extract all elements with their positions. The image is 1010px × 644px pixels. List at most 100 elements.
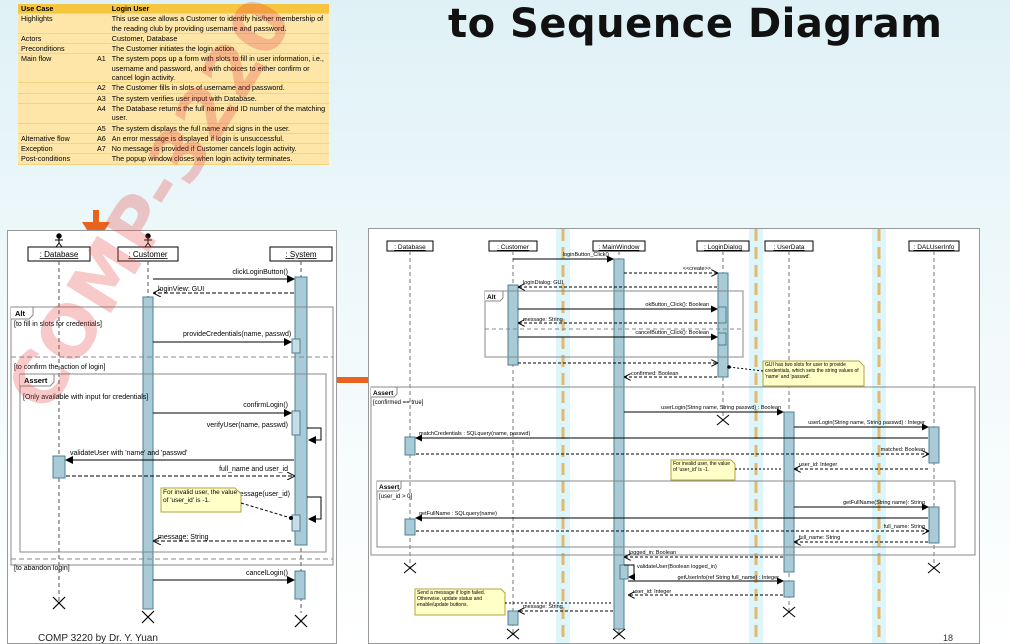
destroy-icon (506, 628, 520, 640)
destroy-icon (782, 606, 796, 618)
msg-m10: matchCredentials : SQLquery(name, passwd… (419, 431, 530, 437)
row-step: A5 (94, 123, 109, 134)
msg-provide: provideCredentials(name, passwd) (183, 331, 291, 338)
row-label (18, 103, 94, 124)
msg-cancel: cancelLogin() (246, 570, 288, 577)
row-label: Post-conditions (18, 153, 94, 165)
msg-m3: loginDialog: GUI (523, 280, 564, 286)
destroy-icon (52, 596, 66, 610)
use-case-header-row: Use Case Login User (18, 4, 329, 15)
msg-m5: message: String (523, 317, 563, 323)
lifeline-database: : Database (40, 250, 79, 259)
row-text: The Customer fills in slots of username … (108, 82, 329, 94)
lifeline-database: : Database (394, 244, 426, 251)
destroy-icon (612, 628, 626, 640)
msg-m1: loginButton_Click() (563, 252, 609, 258)
actor-icon (55, 233, 63, 248)
msg-m20: user_id: Integer (633, 589, 671, 595)
alt-label: Alt (15, 309, 26, 318)
row-step: A4 (94, 103, 109, 124)
note-invalid (670, 459, 736, 481)
actor-icon (144, 233, 152, 248)
assert-fragment-outer (370, 386, 976, 556)
msg-click: clickLoginButton() (232, 269, 288, 276)
row-label: Exception (18, 143, 94, 155)
lifeline-daluserinfo: : DALUserInfo (914, 244, 955, 251)
row-text: The Customer initiates the login action (108, 43, 329, 55)
row-step (94, 33, 109, 45)
page-number: 18 (943, 633, 954, 643)
footer-text: COMP 3220 by Dr. Y. Yuan (38, 633, 158, 644)
row-label: Alternative flow (18, 133, 94, 145)
row-text: An error message is displayed if login i… (108, 133, 329, 145)
row-step (94, 13, 109, 34)
guard-inner: [user_id > 0] (379, 494, 413, 500)
guard-fill: [to fill in slots for credentials] (14, 321, 102, 328)
row-step: A2 (94, 82, 109, 94)
row-text: The popup window closes when login activ… (108, 153, 329, 165)
alt-fragment (10, 306, 334, 566)
destroy-icon (294, 614, 308, 628)
assert-outer-label: Assert (373, 390, 394, 397)
destroy-icon (141, 610, 155, 624)
alt-fragment (484, 290, 744, 358)
destroy-icon (403, 562, 417, 574)
note-invalid-text: For invalid user, the value of 'user_id'… (673, 461, 730, 474)
assert-inner-label: Assert (379, 484, 400, 491)
row-text: The system displays the full name and si… (108, 123, 329, 134)
slide-title: to Sequence Diagram (448, 1, 943, 47)
row-label: Main flow (18, 53, 94, 84)
destroy-icon (716, 414, 730, 426)
row-step: A3 (94, 93, 109, 104)
use-case-header-label: Use Case (18, 4, 94, 15)
row-step: A1 (94, 53, 109, 84)
assert-label: Assert (24, 376, 48, 385)
use-case-header-value: Login User (108, 4, 329, 15)
msg-confirm: confirmLogin() (243, 402, 288, 409)
msg-login-view: loginView: GUI (158, 286, 204, 293)
row-step: A7 (94, 143, 109, 155)
guard-confirm: [to confirm the action of login] (14, 364, 105, 371)
note-text: For invalid user, the value of 'user_id'… (163, 489, 238, 504)
row-step (94, 153, 109, 165)
lifeline-logindialog: : LoginDialog (704, 244, 742, 251)
lifeline-customer: : Customer (128, 250, 167, 259)
msg-fullname: full_name and user_id (219, 466, 288, 473)
assert-fragment (19, 373, 327, 553)
lifeline-customer: : Customer (497, 244, 530, 251)
msg-validate: validateUser with 'name' and 'passwd' (70, 450, 187, 457)
alt-label: Alt (487, 294, 497, 301)
destroy-icon (927, 562, 941, 574)
row-label (18, 93, 94, 104)
msg-m2: <<create>> (683, 266, 711, 272)
msg-m12: user_id: Integer (799, 462, 837, 468)
row-text: No message is provided if Customer cance… (108, 143, 329, 155)
row-text: The system verifies user input with Data… (108, 93, 329, 104)
msg-m8: userLogin(String name, String passwd) : … (661, 405, 781, 411)
msg-verify: verifyUser(name, passwd) (207, 422, 288, 429)
guard-abandon: [to abandon login] (14, 565, 70, 572)
right-sequence-diagram: : Database : Customer : MainWindow : Log… (368, 228, 980, 644)
msg-m16: full_name: String (799, 535, 840, 541)
msg-showmsg: showMessage(user_id) (218, 491, 290, 498)
guard-outer: [confirmed == true] (373, 400, 424, 406)
row-label: Highlights (18, 13, 94, 34)
msg-m18: validateUser(Boolean logged_in) (637, 564, 717, 570)
messages: loginButton_Click() <<create>> loginDial… (415, 252, 929, 611)
lifeline-system: : System (285, 250, 316, 259)
lifeline-mainwindow: : MainWindow (599, 244, 640, 251)
msg-m11: matched: Boolean (881, 447, 925, 453)
messages: clickLoginButton() loginView: GUI provid… (65, 269, 322, 584)
highlight-columns (556, 229, 886, 643)
msg-m7: confirmed: Boolean (631, 371, 678, 377)
left-sequence-diagram: : Database : Customer : System Alt [to f… (7, 230, 337, 644)
msg-m17: logged_in: Boolean (629, 550, 676, 556)
